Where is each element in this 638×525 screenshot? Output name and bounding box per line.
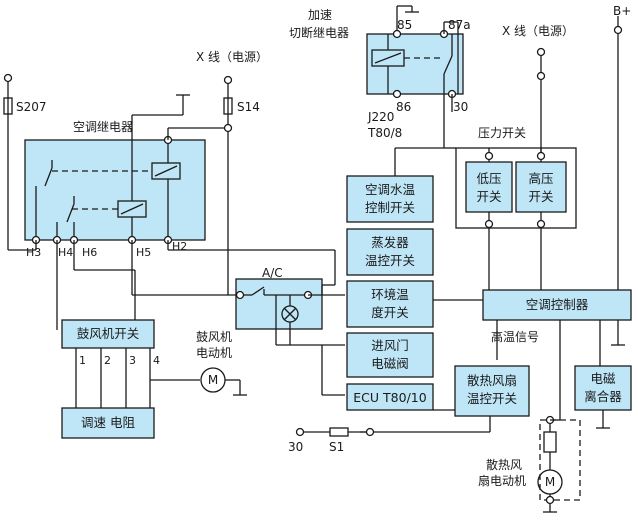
fuse-s1-label: S1 xyxy=(329,440,345,454)
pressure-switch xyxy=(455,147,577,229)
x-line-mid-label: X 线（电源） xyxy=(196,50,269,64)
high-pressure-line1: 高压 xyxy=(528,171,554,186)
ac-switch-label: A/C xyxy=(262,266,283,280)
ecu-label: ECU T80/10 xyxy=(353,390,427,405)
ac-relay-pin-h5: H5 xyxy=(136,246,152,259)
blower-switch-label: 鼓风机开关 xyxy=(76,326,140,341)
fuse-s207-label: S207 xyxy=(16,100,47,114)
ambient-temp-switch-box xyxy=(346,280,434,328)
blower-switch-box xyxy=(61,319,155,349)
blower-pin-2: 2 xyxy=(104,354,111,367)
relay-pin-86: 86 xyxy=(396,100,412,114)
low-pressure-line2: 开关 xyxy=(476,189,502,204)
evaporator-line1: 蒸发器 xyxy=(371,235,409,250)
ac-relay-title: 空调继电器 xyxy=(73,120,134,134)
fuse-s14-label: S14 xyxy=(237,100,260,114)
b-plus-label: B+ xyxy=(613,4,632,18)
relay-pin-85: 85 xyxy=(397,18,413,32)
clutch-line2: 离合器 xyxy=(584,389,622,404)
water-temp-line1: 空调水温 xyxy=(364,182,415,197)
high-temp-signal-label: 高温信号 xyxy=(491,330,540,344)
relay-title-line1: 加速 xyxy=(308,8,333,22)
ac-relay-pin-h6: H6 xyxy=(82,246,98,259)
clutch-box xyxy=(574,365,632,411)
speed-resistor-label: 调速 电阻 xyxy=(81,415,135,430)
relay-pin-30: 30 xyxy=(453,100,469,114)
ac-switch xyxy=(235,278,323,330)
fan-motor-line1: 散热风 xyxy=(486,458,523,472)
ecu-box xyxy=(346,383,434,411)
controller-box xyxy=(482,289,632,321)
fan-temp-switch-line2: 温控开关 xyxy=(466,391,517,406)
speed-resistor-box xyxy=(61,407,155,439)
blower-pin-4: 4 xyxy=(153,354,160,367)
pressure-switch-title: 压力开关 xyxy=(478,126,527,140)
evaporator-switch-box xyxy=(346,228,434,276)
terminal-30-label: 30 xyxy=(288,440,304,454)
ambient-temp-line2: 度开关 xyxy=(371,305,409,320)
blower-motor-line2: 电动机 xyxy=(196,346,233,360)
ac-relay-pin-h3: H3 xyxy=(26,246,42,259)
relay-code-line1: J220 xyxy=(368,110,395,124)
controller-label: 空调控制器 xyxy=(525,297,589,312)
clutch-line1: 电磁 xyxy=(590,371,616,386)
high-pressure-line2: 开关 xyxy=(528,189,554,204)
water-temp-line2: 控制开关 xyxy=(364,200,415,215)
blower-pin-1: 1 xyxy=(79,354,86,367)
ambient-temp-line1: 环境温 xyxy=(371,287,409,302)
fan-motor-m: M xyxy=(544,475,556,489)
evaporator-line2: 温控开关 xyxy=(364,253,415,268)
ac-relay-pin-h2: H2 xyxy=(172,240,188,253)
water-temp-switch-box xyxy=(346,175,434,223)
fan-motor xyxy=(537,415,581,513)
intake-valve-box xyxy=(346,332,434,378)
intake-valve-line1: 进风门 xyxy=(371,338,409,353)
ac-relay xyxy=(24,135,206,245)
fan-motor-line2: 扇电动机 xyxy=(478,474,527,488)
x-line-right-label: X 线（电源） xyxy=(502,24,575,38)
low-pressure-line1: 低压 xyxy=(476,171,502,186)
accel-cutoff-relay xyxy=(366,5,464,99)
blower-motor-m: M xyxy=(207,373,219,387)
fan-temp-switch-line1: 散热风扇 xyxy=(466,373,517,388)
intake-valve-line2: 电磁阀 xyxy=(371,356,409,371)
blower-motor-line1: 鼓风机 xyxy=(196,330,233,344)
relay-code-line2: T80/8 xyxy=(368,126,403,140)
relay-title-line2: 切断继电器 xyxy=(289,26,350,40)
ac-relay-pin-h4: H4 xyxy=(58,246,74,259)
relay-pin-87a: 87a xyxy=(448,18,471,32)
fan-temp-switch-box xyxy=(454,365,530,417)
blower-pin-3: 3 xyxy=(129,354,136,367)
